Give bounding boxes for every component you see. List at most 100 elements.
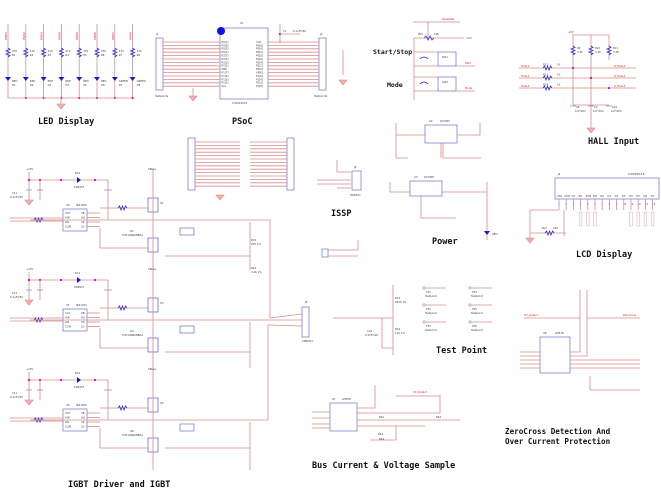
lcd-module[interactable] xyxy=(554,177,660,200)
led-resistor-icon[interactable] xyxy=(22,47,29,58)
led-net-label: PWM4 xyxy=(57,32,61,40)
lcd-pin-name: D6 xyxy=(643,194,647,198)
r42-ref: R42 xyxy=(436,415,441,419)
hall-pullup-icon[interactable] xyxy=(605,45,613,56)
input-resistor-icon[interactable] xyxy=(33,216,44,224)
bus-label: VBus+ xyxy=(148,367,157,371)
gate-resistor-icon[interactable] xyxy=(117,204,128,212)
hall-series-resistor-icon[interactable] xyxy=(542,84,553,92)
opamp-u7[interactable] xyxy=(329,402,358,432)
lcd-ref: J4 xyxy=(557,172,561,176)
psoc-right-header[interactable] xyxy=(318,37,327,91)
test-point-icon[interactable] xyxy=(468,303,472,307)
test-point-icon[interactable] xyxy=(468,320,472,324)
comparator-u8[interactable] xyxy=(539,336,571,374)
switch-sw2[interactable] xyxy=(437,76,457,92)
led-resistor-icon[interactable] xyxy=(129,47,136,58)
led-color: GREEN xyxy=(137,79,146,83)
led-resistor-icon[interactable] xyxy=(93,47,101,58)
pot-rv1-icon[interactable] xyxy=(423,35,435,41)
test-point-part: Testpoint xyxy=(471,294,483,298)
test-point-icon[interactable] xyxy=(422,303,426,307)
led-icon xyxy=(76,77,83,81)
driver-ref: U6 xyxy=(66,403,70,407)
gate-resistor-icon[interactable] xyxy=(117,304,128,312)
header-j8[interactable] xyxy=(179,325,195,334)
ground-icon xyxy=(525,237,535,244)
hall-pullup-icon[interactable] xyxy=(569,45,577,56)
junction-dot xyxy=(607,86,611,90)
test-point-ref: TP5 xyxy=(472,307,477,311)
lcd-net-label xyxy=(643,211,647,227)
diode-ref: D10 xyxy=(75,171,81,175)
led-net-label: PWM5 xyxy=(75,32,79,40)
lcd-contrast-pot-icon[interactable] xyxy=(544,229,555,237)
led-ref: D8 xyxy=(137,83,141,87)
rv2-ref: RV2 xyxy=(542,226,547,230)
supply-label: +15V xyxy=(26,267,33,271)
psoc-left-pin: Vss xyxy=(222,84,227,88)
lcd-pin-name: D4 xyxy=(629,194,633,198)
r41-ref: R41 xyxy=(379,415,384,419)
input-resistor-icon[interactable] xyxy=(33,316,44,324)
led-resistor-icon[interactable] xyxy=(76,47,83,58)
led-color: RED xyxy=(48,79,53,83)
r33-val: 220K 1% xyxy=(395,300,407,304)
input-resistor-icon[interactable] xyxy=(33,416,44,424)
issp-header[interactable] xyxy=(351,170,362,191)
led-ref: D2 xyxy=(30,83,34,87)
diode-part: 1N4937 xyxy=(74,385,85,389)
header-j9[interactable] xyxy=(179,423,195,432)
button-sw2-icon[interactable] xyxy=(419,81,429,85)
test-point-part: Testpoint xyxy=(471,311,483,315)
junction-dot xyxy=(93,178,97,182)
net-sw1: SW1 xyxy=(465,61,471,65)
led-color: RED xyxy=(12,79,17,83)
button-sw1-icon[interactable] xyxy=(419,56,429,60)
led-color: RED xyxy=(30,79,35,83)
zerocross-title-line1: ZeroCross Detection And xyxy=(505,427,611,436)
led-resistor-icon[interactable] xyxy=(111,47,118,58)
hall-net-out: R_HALL3 xyxy=(614,84,626,88)
test-point-icon[interactable] xyxy=(422,320,426,324)
hall-net-in: HALL2 xyxy=(521,74,530,78)
hall-pullup-icon[interactable] xyxy=(587,45,595,56)
psoc-right-pin: P0[0] xyxy=(256,54,263,58)
regulator-u2[interactable] xyxy=(424,124,458,144)
hall-series-resistor-icon[interactable] xyxy=(542,64,553,72)
switch-sw1[interactable] xyxy=(437,51,457,67)
lcd-pin-name: VDD xyxy=(564,194,570,198)
regulator-u3[interactable] xyxy=(409,180,443,197)
test-point-part: Testpoint xyxy=(425,328,437,332)
psoc-left-header[interactable] xyxy=(155,37,164,91)
dc-jack-connector[interactable] xyxy=(321,248,329,258)
u7-ref: U7 xyxy=(332,397,336,401)
test-point-icon[interactable] xyxy=(422,286,426,290)
driver-pin-left: COM xyxy=(65,425,71,429)
hall-series-resistor-icon[interactable] xyxy=(542,74,553,82)
led-icon xyxy=(40,77,47,81)
led-net-label: PWM1 xyxy=(4,32,8,40)
test-point-icon[interactable] xyxy=(468,286,472,290)
r22-val: 2.4K 1% xyxy=(251,270,262,274)
right-header-part: Testpoints xyxy=(314,94,328,98)
lcd-section: J4 LCDMODULE RV2 10K VSS1VDD2VO3RS4R/W5E… xyxy=(525,172,660,244)
header-j7[interactable] xyxy=(179,227,195,236)
led-resistor-value: 470 xyxy=(119,49,124,53)
r43-ref: R43 xyxy=(378,432,383,436)
psoc-chip[interactable] xyxy=(219,27,269,100)
driver-pin-left: COM xyxy=(65,225,71,229)
psoc-breakout xyxy=(187,137,295,201)
breakout-right-header[interactable] xyxy=(286,137,295,191)
gate-resistor-icon[interactable] xyxy=(117,404,128,412)
header-j5[interactable] xyxy=(301,306,310,338)
psoc-left-pin: P2[7] xyxy=(222,54,229,58)
led-resistor-icon[interactable] xyxy=(58,47,65,58)
led-resistor-icon[interactable] xyxy=(40,47,47,58)
breakout-left-header[interactable] xyxy=(187,137,196,191)
lcd-pin-number: 13 xyxy=(645,202,649,206)
psoc-section: U1 CY8C24533 J1 J2 Testpoints Testpoints… xyxy=(155,21,348,105)
led-resistor-ref: R2 xyxy=(30,53,34,57)
u3-part: KA7805 xyxy=(424,175,434,179)
led-resistor-icon[interactable] xyxy=(4,47,12,58)
